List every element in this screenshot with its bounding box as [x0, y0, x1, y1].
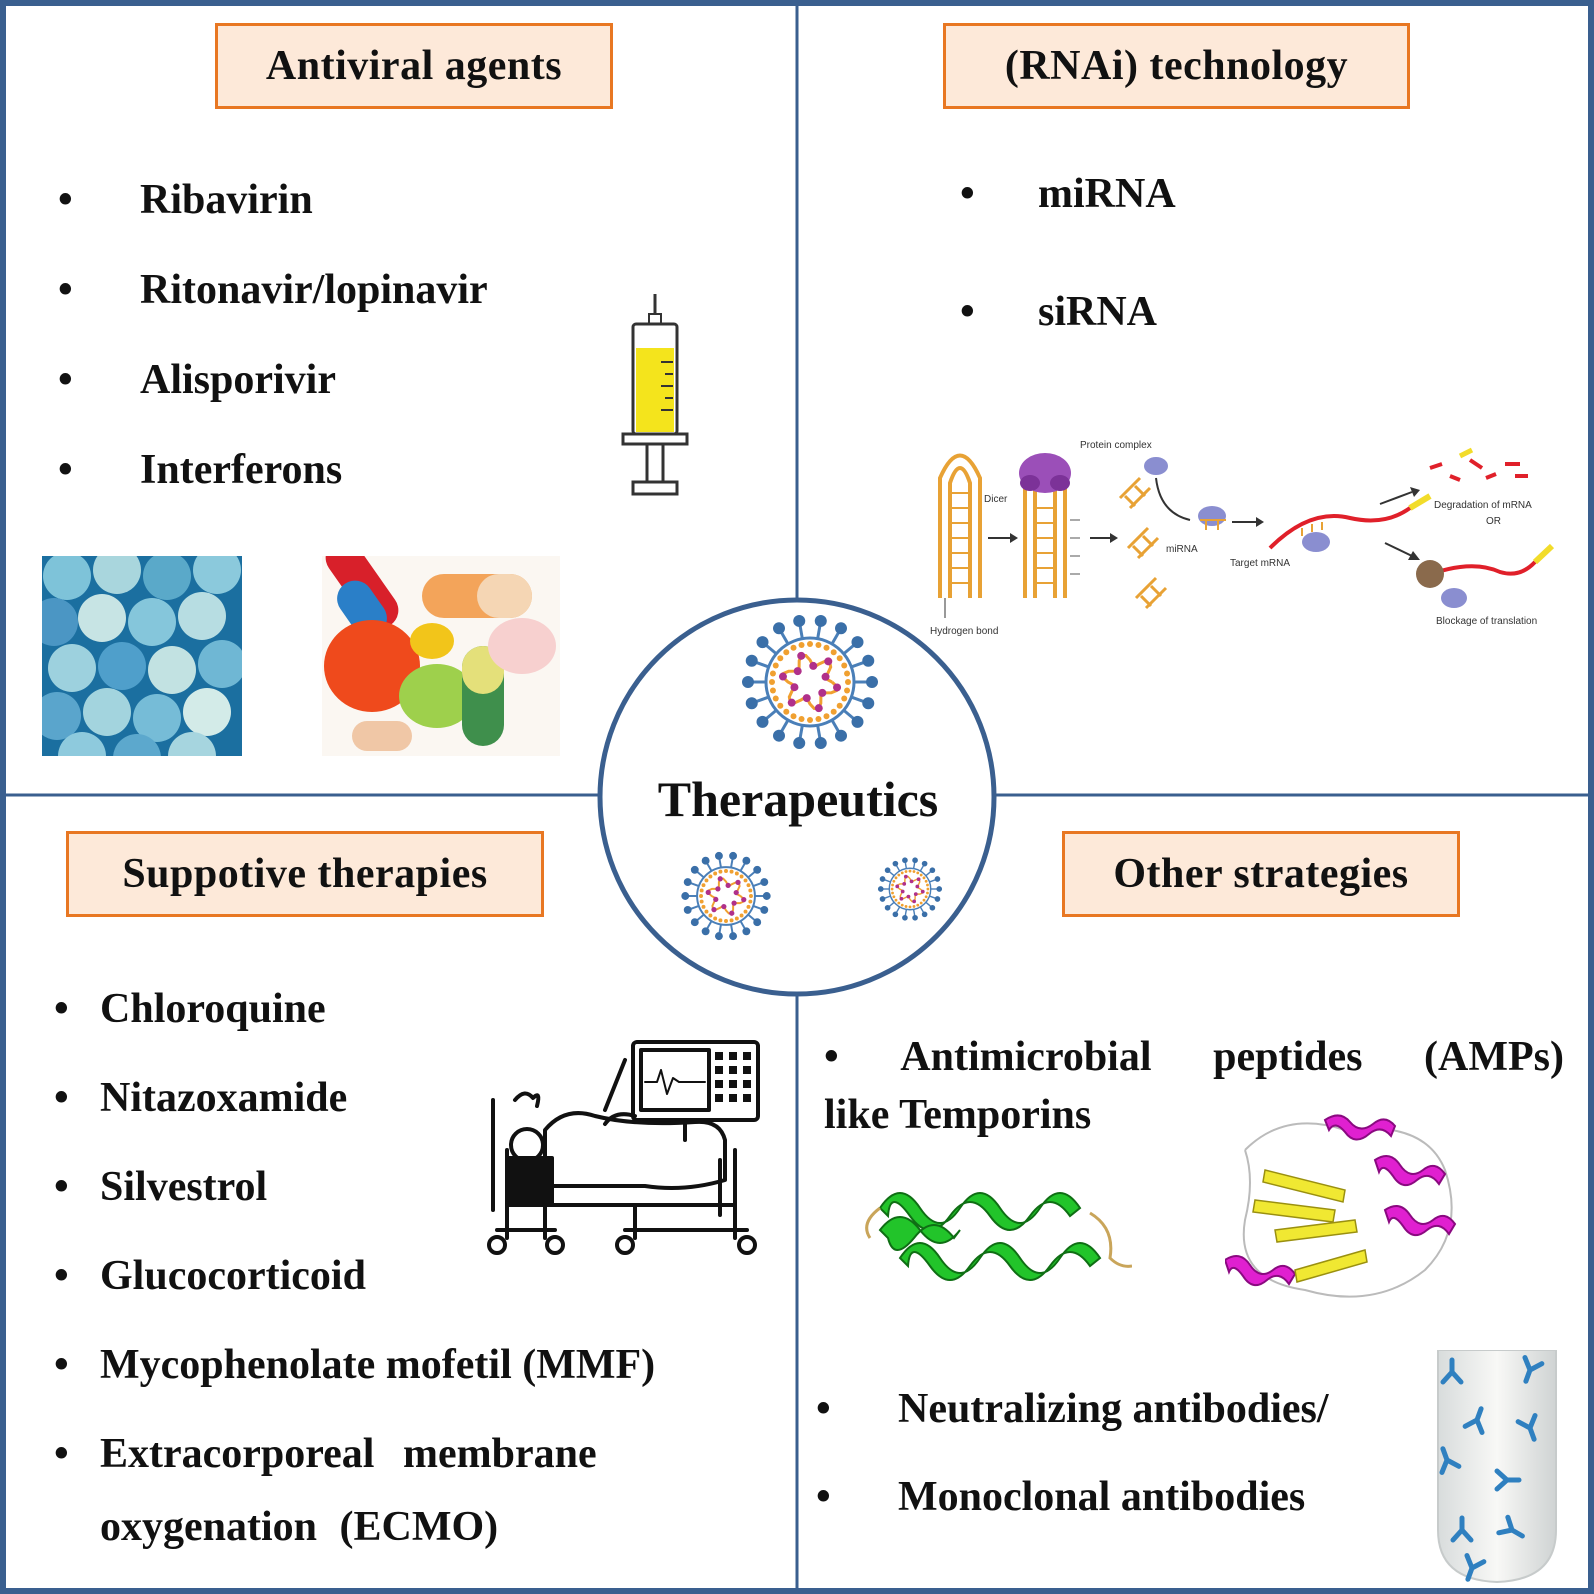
list-item: •Glucocorticoid [54, 1253, 366, 1299]
list-item: •Ritonavir/lopinavir [58, 267, 488, 313]
amp-text: • Antimicrobial peptides (AMPs) like Tem… [824, 1028, 1564, 1144]
other-title: Other strategies [1062, 831, 1460, 917]
antibody-icon [1522, 1355, 1545, 1384]
protein-helix-icon [865, 1192, 1132, 1281]
antibody-icon [1494, 1468, 1522, 1492]
list-item: •Nitazoxamide [54, 1075, 348, 1121]
target-mrna-label: Target mRNA [1230, 558, 1290, 569]
list-item: •Alisporivir [58, 357, 336, 403]
blockage-label: Blockage of translation [1436, 616, 1537, 627]
amp-line-2: like Temporins [824, 1092, 1092, 1138]
hospital-bed-icon [487, 1040, 760, 1255]
virus-icon [877, 857, 943, 921]
degradation-label: Degradation of mRNA [1434, 500, 1532, 511]
antibody-icon [1496, 1514, 1525, 1539]
mirna-label: miRNA [1166, 544, 1198, 555]
syringe-icon [621, 294, 689, 496]
supportive-title: Suppotive therapies [66, 831, 544, 917]
protein-structure-icon [1225, 1114, 1457, 1298]
test-tube-icon [1437, 1350, 1557, 1584]
dicer-label: Dicer [984, 494, 1008, 505]
or-label: OR [1486, 516, 1501, 527]
protein-complex-label: Protein complex [1080, 440, 1152, 451]
virus-icon [681, 851, 771, 941]
list-item: •Interferons [58, 447, 343, 493]
antiviral-list: •Ribavirin •Ritonavir/lopinavir •Alispor… [58, 176, 488, 536]
supportive-list: •Chloroquine •Nitazoxamide •Silvestrol •… [54, 985, 655, 1519]
antibody-icon [1462, 1406, 1485, 1435]
list-item: •Mycophenolate mofetil (MMF) [54, 1342, 656, 1388]
antibody-icon [1464, 1553, 1487, 1582]
list-item: •Neutralizing antibodies/ [816, 1386, 1329, 1432]
list-item: •Silvestrol [54, 1164, 268, 1210]
antiviral-title: Antiviral agents [215, 23, 613, 109]
antibody-icon [1439, 1446, 1462, 1475]
antibody-icon [1515, 1413, 1538, 1442]
pills-icon [322, 556, 560, 756]
antibody-icon [1440, 1357, 1464, 1385]
antibody-icon [1450, 1515, 1474, 1543]
list-item: •siRNA [960, 289, 1158, 335]
list-item: •Ribavirin [58, 177, 313, 223]
virus-icon [742, 614, 878, 750]
list-item: •Extracorporeal membrane [54, 1431, 597, 1477]
hydrogen-bond-label: Hydrogen bond [930, 626, 998, 637]
list-item: •miRNA [960, 171, 1176, 217]
ecmo-continuation: oxygenation (ECMO) [100, 1504, 499, 1550]
tablets-icon [42, 556, 242, 756]
list-item: •Chloroquine [54, 986, 326, 1032]
amp-line-1: • Antimicrobial peptides (AMPs) [824, 1034, 1564, 1080]
rnai-pathway-diagram: Hydrogen bond Dicer Protein complex miRN… [930, 440, 1555, 637]
rnai-title: (RNAi) technology [943, 23, 1410, 109]
antibody-list: •Neutralizing antibodies/ •Monoclonal an… [816, 1385, 1329, 1561]
rnai-list: •miRNA •siRNA [960, 170, 1176, 406]
center-title: Therapeutics [657, 771, 939, 827]
list-item: •Monoclonal antibodies [816, 1474, 1306, 1520]
